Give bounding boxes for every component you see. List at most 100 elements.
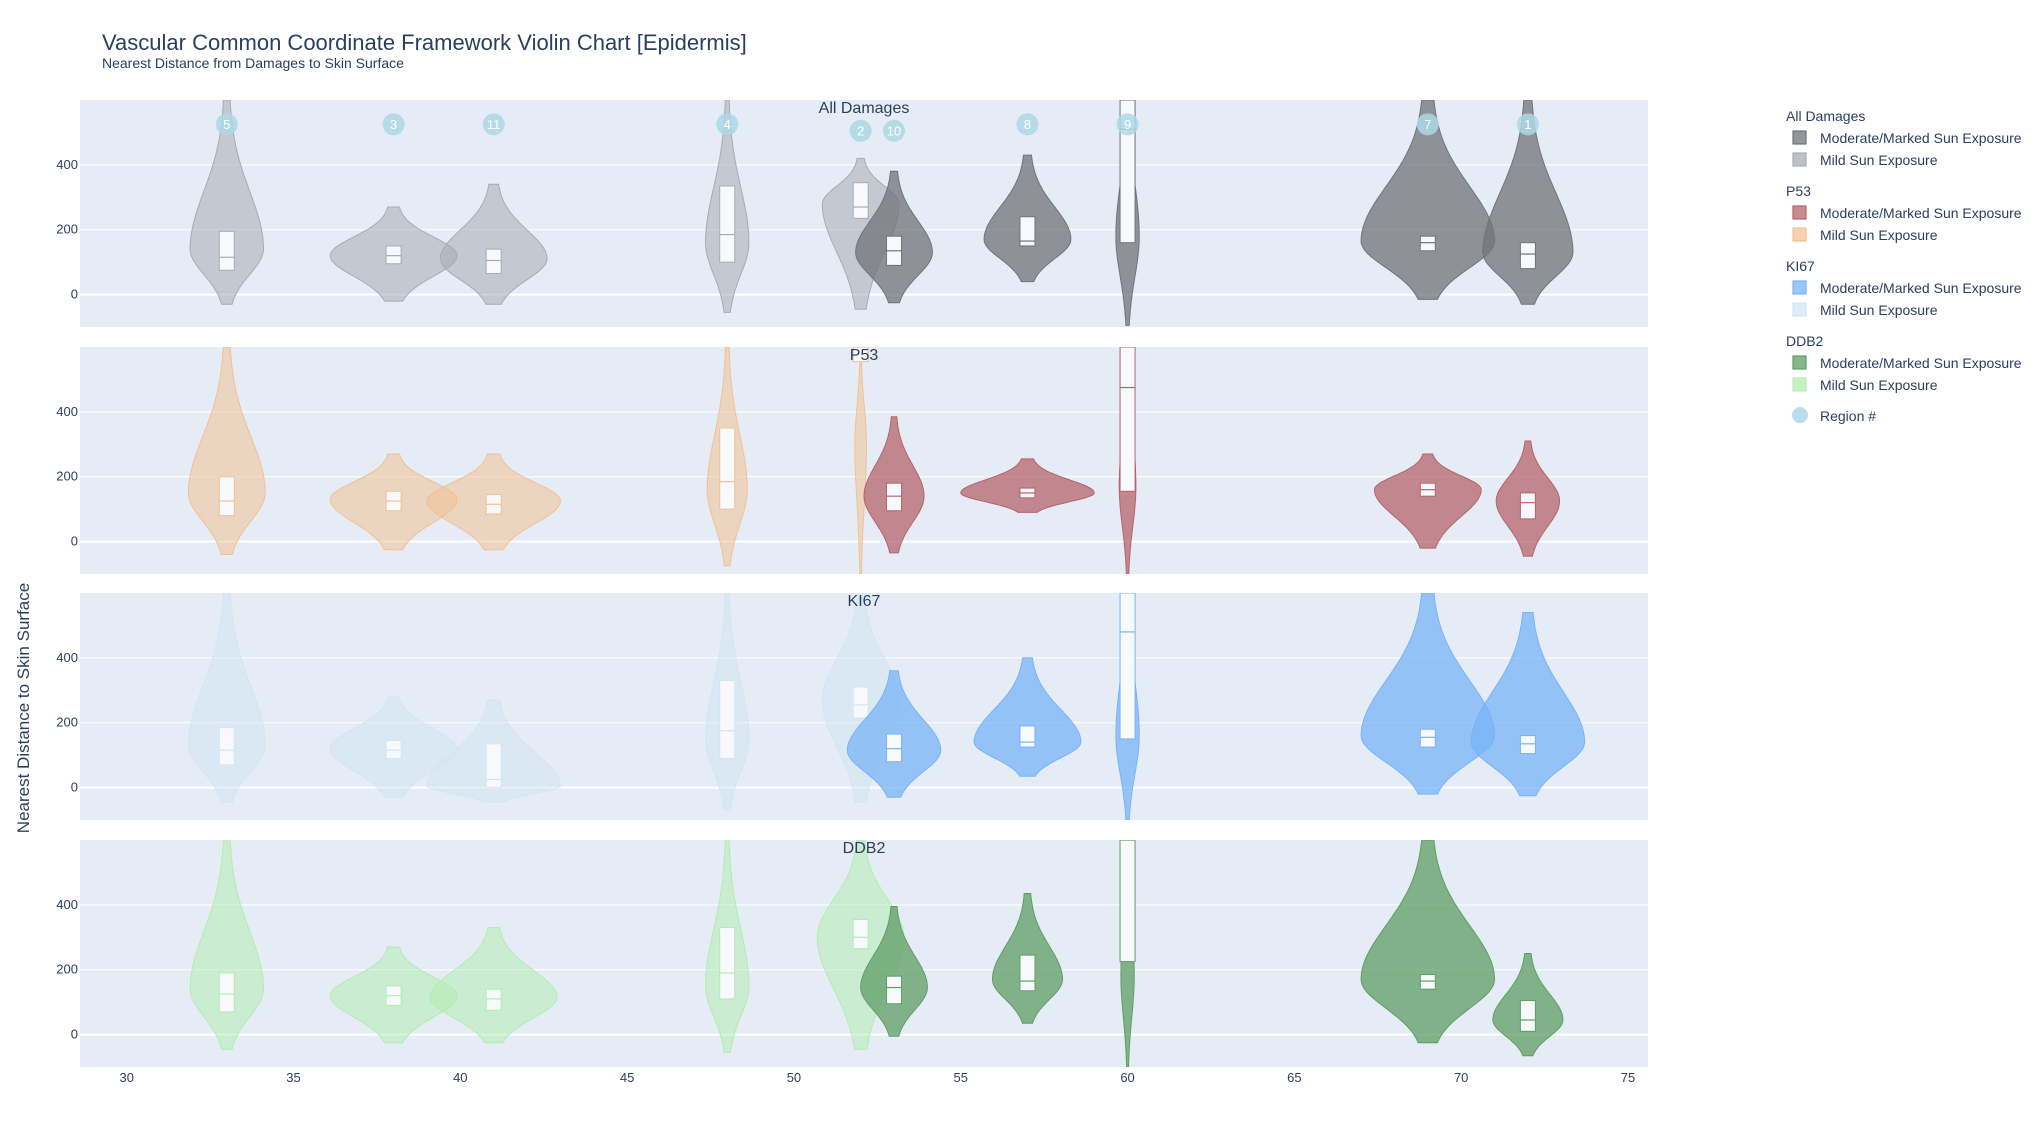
violin-moderate-x60 bbox=[1118, 347, 1137, 574]
violin-moderate-x53 bbox=[860, 906, 928, 1037]
region-label: 9 bbox=[1124, 117, 1131, 132]
x-tick-label: 55 bbox=[954, 1070, 968, 1085]
legend-label: Mild Sun Exposure bbox=[1820, 152, 1938, 168]
legend-item-region[interactable]: Region # bbox=[1792, 407, 1876, 424]
violin-shape bbox=[189, 100, 265, 305]
violin-shape bbox=[973, 657, 1082, 777]
region-label: 7 bbox=[1424, 117, 1431, 132]
violin-shape bbox=[1360, 840, 1496, 1044]
violin-box bbox=[1519, 492, 1536, 520]
legend-label: Mild Sun Exposure bbox=[1820, 377, 1938, 393]
legend-swatch bbox=[1792, 377, 1807, 392]
region-marker bbox=[716, 113, 739, 136]
violin-box bbox=[1119, 840, 1136, 963]
region-marker-11: 11 bbox=[482, 113, 505, 136]
x-tick-label: 70 bbox=[1454, 1070, 1468, 1085]
legend-item[interactable]: Mild Sun Exposure bbox=[1792, 152, 1938, 168]
y-tick-label: 0 bbox=[71, 287, 78, 302]
violin-mild-x33 bbox=[187, 347, 266, 555]
legend-label: Region # bbox=[1820, 408, 1876, 424]
y-tick-label: 400 bbox=[56, 157, 78, 172]
region-label: 4 bbox=[724, 117, 731, 132]
legend-group-title: All Damages bbox=[1786, 108, 1865, 124]
legend-label: Moderate/Marked Sun Exposure bbox=[1820, 355, 2022, 371]
panel-title: P53 bbox=[850, 347, 879, 364]
region-label: 2 bbox=[857, 123, 864, 138]
violin-box bbox=[218, 476, 235, 517]
violin-moderate-x53 bbox=[863, 416, 925, 554]
x-tick-label: 75 bbox=[1621, 1070, 1635, 1085]
violin-moderate-x72 bbox=[1482, 100, 1574, 305]
violin-mild-x48 bbox=[706, 347, 748, 567]
violin-moderate-x57 bbox=[973, 657, 1082, 777]
region-label: 3 bbox=[390, 117, 397, 132]
violin-mild-x38 bbox=[329, 946, 458, 1044]
panel-title: KI67 bbox=[848, 593, 881, 610]
violin-mild-x38 bbox=[329, 206, 458, 302]
legend-item[interactable]: Mild Sun Exposure bbox=[1792, 377, 1938, 393]
region-marker-9: 9 bbox=[1116, 113, 1139, 136]
region-label: 10 bbox=[887, 123, 901, 138]
legend-item[interactable]: Mild Sun Exposure bbox=[1792, 302, 1938, 318]
region-label: 5 bbox=[223, 117, 230, 132]
violin-box bbox=[1419, 728, 1436, 748]
region-marker bbox=[1516, 113, 1539, 136]
violin-box bbox=[385, 740, 402, 759]
violin-box bbox=[485, 988, 502, 1011]
violin-moderate-x60 bbox=[1115, 100, 1140, 326]
chart-subtitle: Nearest Distance from Damages to Skin Su… bbox=[102, 55, 404, 71]
violin-shape bbox=[189, 840, 265, 1050]
legend-swatch bbox=[1792, 130, 1807, 145]
violin-moderate-x72 bbox=[1470, 612, 1586, 797]
y-tick-label: 400 bbox=[56, 897, 78, 912]
violin-mild-x41 bbox=[426, 453, 561, 551]
legend-item[interactable]: Mild Sun Exposure bbox=[1792, 227, 1938, 243]
violin-box bbox=[719, 427, 736, 510]
region-marker bbox=[482, 113, 505, 136]
region-marker-7: 7 bbox=[1416, 113, 1439, 136]
legend-swatch bbox=[1792, 355, 1807, 370]
y-tick-label: 200 bbox=[56, 222, 78, 237]
violin-shape bbox=[187, 347, 266, 555]
violin-box bbox=[1519, 1000, 1536, 1032]
legend-item[interactable]: Moderate/Marked Sun Exposure bbox=[1792, 280, 2022, 296]
region-marker bbox=[883, 119, 906, 142]
violin-box bbox=[1119, 593, 1136, 740]
region-marker bbox=[1116, 113, 1139, 136]
violin-mild-x33 bbox=[189, 840, 265, 1050]
legend-swatch bbox=[1792, 280, 1807, 295]
violin-moderate-x69 bbox=[1373, 453, 1482, 549]
legend-label: Mild Sun Exposure bbox=[1820, 302, 1938, 318]
legend-item[interactable]: Moderate/Marked Sun Exposure bbox=[1792, 130, 2022, 146]
legend-label: Moderate/Marked Sun Exposure bbox=[1820, 205, 2022, 221]
legend-item[interactable]: Moderate/Marked Sun Exposure bbox=[1792, 205, 2022, 221]
y-tick-label: 200 bbox=[56, 715, 78, 730]
violin-moderate-x72 bbox=[1492, 953, 1564, 1057]
violin-box bbox=[218, 727, 235, 766]
violin-box bbox=[1519, 242, 1536, 270]
region-marker bbox=[382, 113, 405, 136]
legend-label: Moderate/Marked Sun Exposure bbox=[1820, 130, 2022, 146]
violin-box bbox=[218, 972, 235, 1013]
violin-box bbox=[1419, 974, 1436, 990]
violin-shape bbox=[439, 183, 548, 305]
region-label: 11 bbox=[487, 117, 501, 132]
violin-box bbox=[485, 743, 502, 789]
violin-mild-x38 bbox=[329, 453, 458, 551]
violin-moderate-x53 bbox=[855, 170, 933, 304]
violin-mild-x48 bbox=[704, 593, 750, 811]
legend-item[interactable]: Moderate/Marked Sun Exposure bbox=[1792, 355, 2022, 371]
violin-box bbox=[1119, 347, 1136, 492]
region-marker-5: 5 bbox=[215, 113, 238, 136]
legend-label: Moderate/Marked Sun Exposure bbox=[1820, 280, 2022, 296]
violin-moderate-x57 bbox=[983, 154, 1072, 283]
violin-box bbox=[886, 482, 903, 512]
region-label: 8 bbox=[1024, 117, 1031, 132]
legend-group-title: KI67 bbox=[1786, 258, 1815, 274]
violin-mild-x41 bbox=[439, 183, 548, 305]
